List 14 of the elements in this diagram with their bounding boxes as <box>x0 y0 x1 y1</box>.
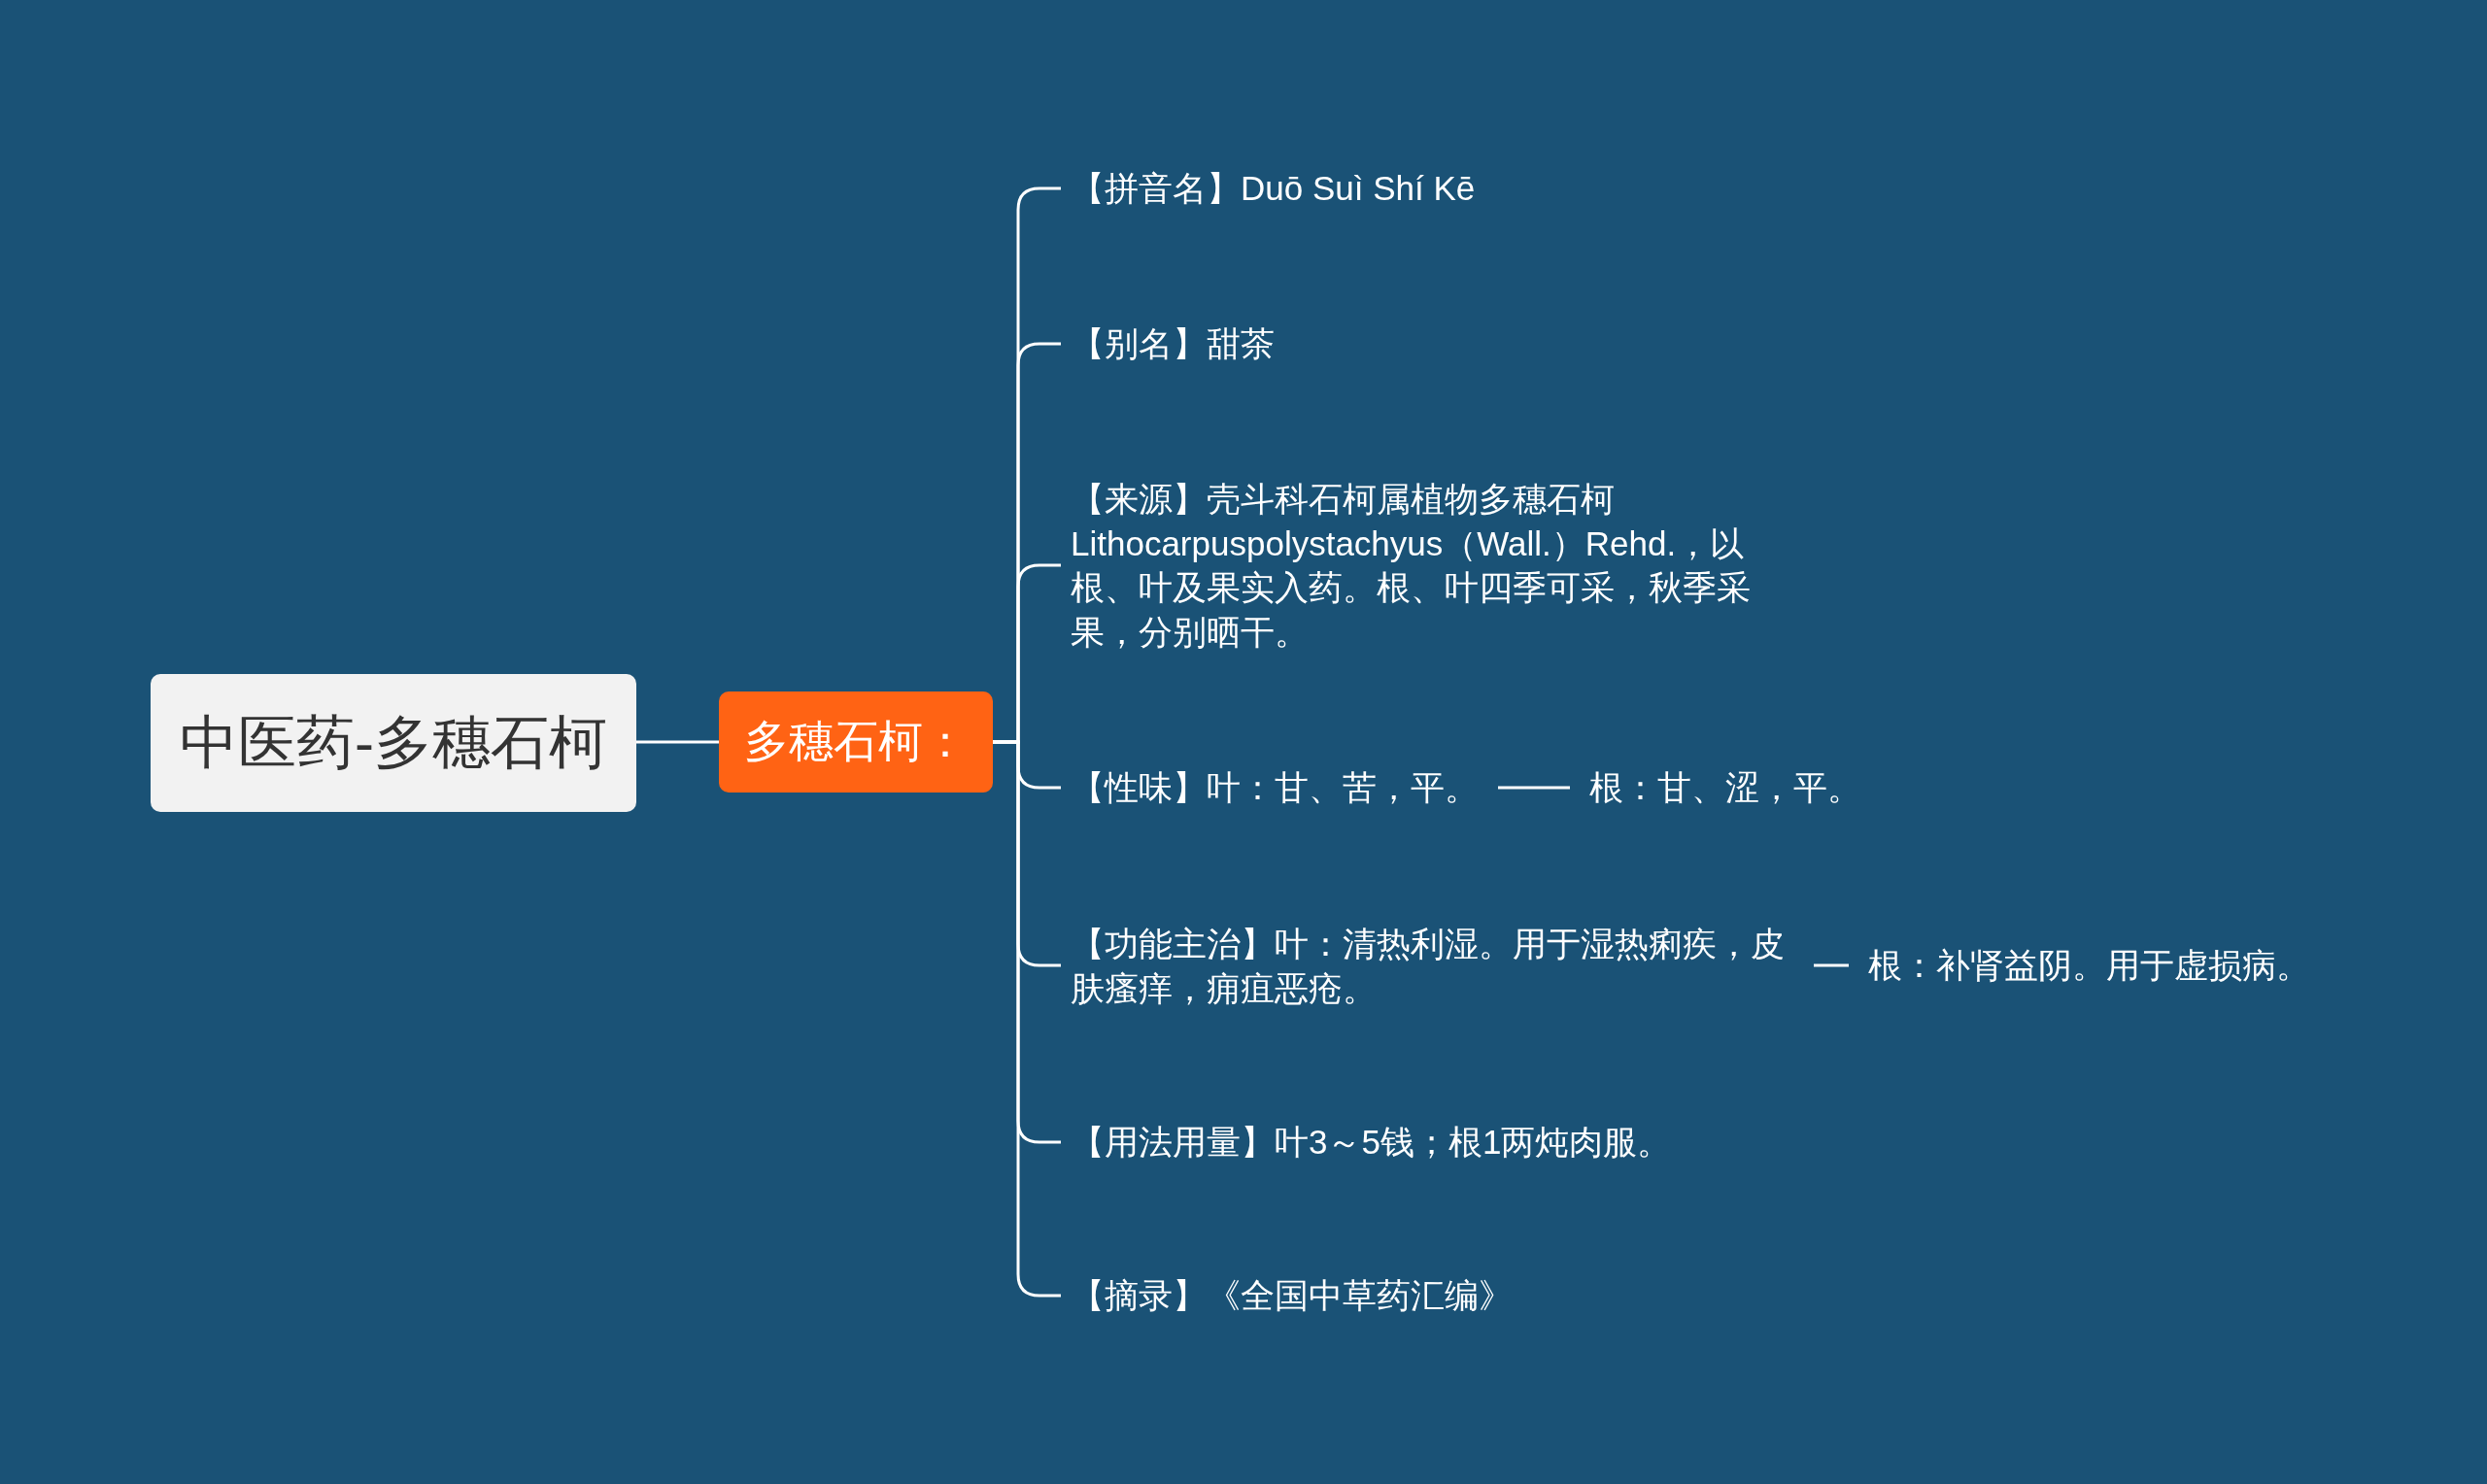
connector-line <box>1814 963 1849 967</box>
branch-text: 【来源】壳斗科石柯属植物多穗石柯Lithocarpuspolystachyus（Wall.）Rehd.，以根、叶及果实入药。根、叶四季可采，秋季采果，分别晒干。 <box>1071 477 1794 654</box>
branch-text: 根：甘、涩，平。 <box>1589 765 1861 810</box>
connector-line <box>1498 786 1570 790</box>
branch-text: 【用法用量】叶3～5钱；根1两炖肉服。 <box>1071 1120 1672 1164</box>
branch-text: 【摘录】《全国中草药汇编》 <box>1071 1273 1513 1318</box>
branch-text: 【别名】甜茶 <box>1071 321 1275 366</box>
branch-text: 【拼音名】Duō Suì Shí Kē <box>1071 166 1476 211</box>
branch-text: 根：补肾益阴。用于虚损病。 <box>1868 943 2310 988</box>
connector-line <box>636 740 719 744</box>
branch-text: 【功能主治】叶：清热利湿。用于湿热痢疾，皮肤瘙痒，痈疽恶疮。 <box>1071 921 1794 1010</box>
topic-box: 中医药-多穗石柯 <box>151 674 636 812</box>
branch-text: 【性味】叶：甘、苦，平。 <box>1071 765 1479 810</box>
subtopic-box: 多穗石柯： <box>719 691 993 793</box>
